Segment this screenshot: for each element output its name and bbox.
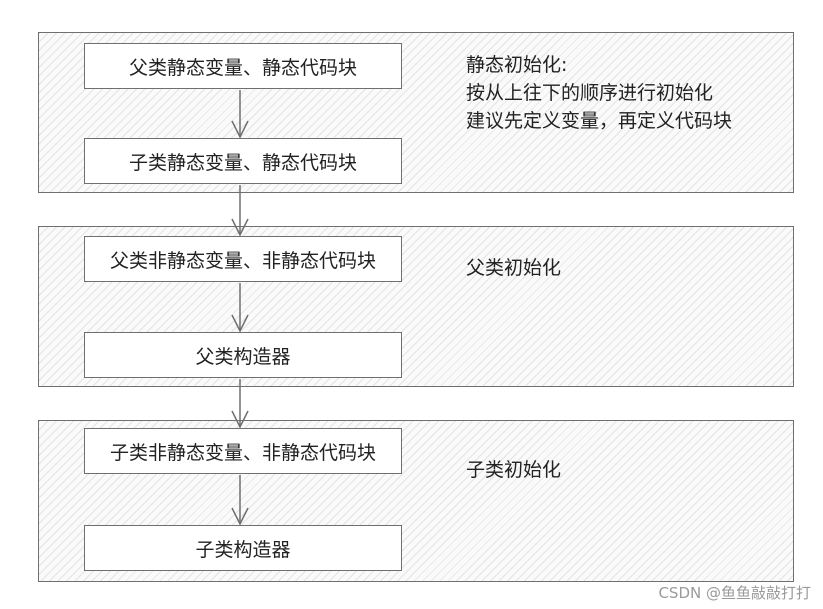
arrow-4 (231, 379, 249, 429)
arrow-2 (231, 185, 249, 237)
watermark: CSDN @鱼鱼敲敲打打 (658, 584, 811, 602)
child-init-note: 子类初始化 (466, 459, 562, 481)
parent-static-label: 父类静态变量、静态代码块 (128, 56, 357, 79)
static-init-note-line2: 按从上往下的顺序进行初始化 (466, 82, 714, 104)
child-static-label: 子类静态变量、静态代码块 (128, 151, 357, 174)
static-init-note-title: 静态初始化: (466, 54, 568, 76)
static-init-note-line3: 建议先定义变量，再定义代码块 (466, 110, 733, 132)
parent-constructor-label: 父类构造器 (195, 345, 291, 368)
child-nonstatic-label: 子类非静态变量、非静态代码块 (109, 441, 376, 464)
arrow-1 (231, 90, 249, 139)
static-init-note: 静态初始化: 按从上往下的顺序进行初始化 建议先定义变量，再定义代码块 (466, 51, 732, 135)
child-nonstatic-box: 子类非静态变量、非静态代码块 (84, 428, 402, 474)
arrow-5 (231, 475, 249, 526)
child-constructor-label: 子类构造器 (195, 538, 291, 561)
parent-constructor-box: 父类构造器 (84, 332, 402, 378)
arrow-3 (231, 283, 249, 333)
child-static-box: 子类静态变量、静态代码块 (84, 138, 402, 184)
parent-nonstatic-box: 父类非静态变量、非静态代码块 (84, 236, 402, 282)
parent-init-note: 父类初始化 (466, 257, 562, 279)
child-constructor-box: 子类构造器 (84, 525, 402, 571)
parent-static-box: 父类静态变量、静态代码块 (84, 43, 402, 89)
parent-nonstatic-label: 父类非静态变量、非静态代码块 (109, 249, 376, 272)
